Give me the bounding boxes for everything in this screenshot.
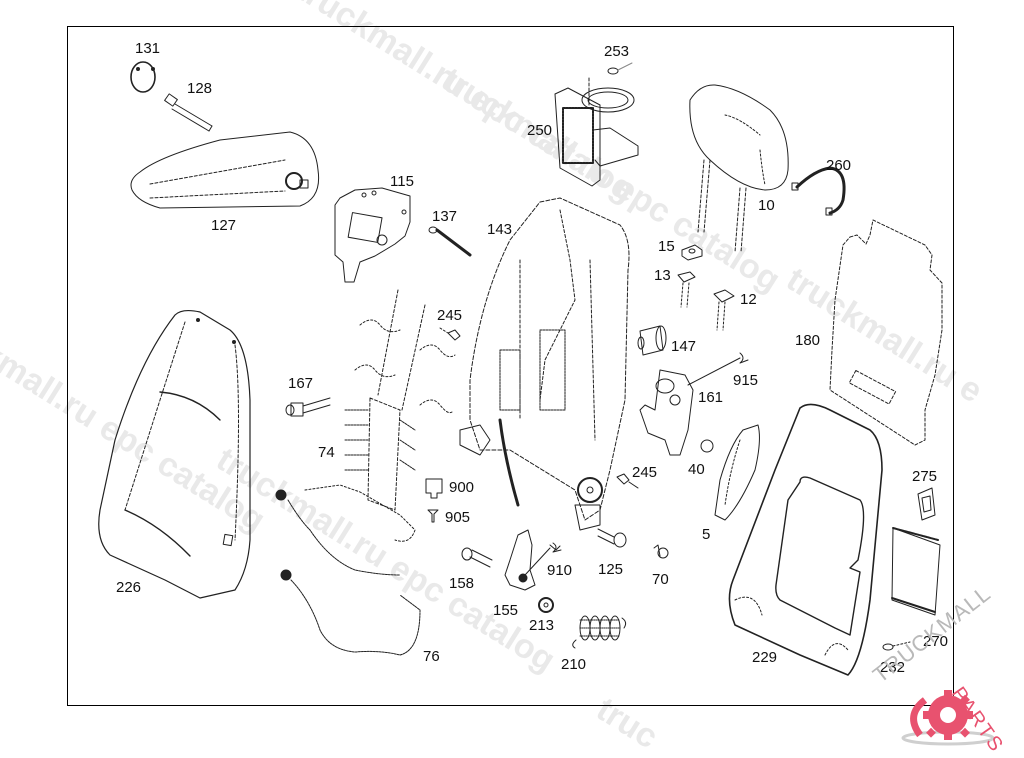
part-158-bolt[interactable] [461, 547, 493, 568]
callout-253[interactable]: 253 [604, 43, 630, 60]
part-155-recliner-motor[interactable] [504, 529, 561, 591]
part-232-clip[interactable] [882, 641, 911, 651]
callout-10[interactable]: 10 [758, 197, 775, 214]
callout-226[interactable]: 226 [116, 579, 142, 596]
part-127-armrest[interactable] [130, 131, 320, 209]
callout-13[interactable]: 13 [654, 267, 671, 284]
part-253-screw[interactable] [588, 62, 633, 106]
callout-155[interactable]: 155 [493, 602, 519, 619]
callout-180[interactable]: 180 [795, 332, 821, 349]
part-5-side-trim[interactable] [714, 424, 760, 521]
callout-210[interactable]: 210 [561, 656, 587, 673]
part-15-guide[interactable] [681, 244, 703, 261]
callout-213[interactable]: 213 [529, 617, 555, 634]
callout-127[interactable]: 127 [211, 217, 237, 234]
callout-131[interactable]: 131 [135, 40, 161, 57]
part-260-hose[interactable] [791, 166, 846, 216]
callout-15[interactable]: 15 [658, 238, 675, 255]
part-70-nut[interactable] [653, 544, 669, 559]
part-910-screw[interactable] [552, 542, 562, 553]
part-213-gear[interactable] [538, 597, 554, 613]
part-245-clip[interactable] [616, 473, 639, 489]
part-180-panel[interactable] [829, 219, 943, 446]
callout-270[interactable]: 270 [923, 633, 949, 650]
part-10-headrest[interactable] [689, 84, 789, 253]
callout-245[interactable]: 245 [632, 464, 658, 481]
callout-40[interactable]: 40 [688, 461, 705, 478]
callout-5[interactable]: 5 [702, 526, 711, 543]
part-13-guide-sleeve[interactable] [677, 271, 696, 308]
callout-910[interactable]: 910 [547, 562, 573, 579]
callout-12[interactable]: 12 [740, 291, 757, 308]
callout-900[interactable]: 900 [449, 479, 475, 496]
part-131-cover-cap[interactable] [130, 61, 156, 93]
callout-275[interactable]: 275 [912, 468, 938, 485]
part-143-backrest-frame[interactable] [459, 197, 630, 531]
part-147-bushing[interactable] [637, 325, 667, 356]
callout-115[interactable]: 115 [390, 173, 414, 190]
part-250-cup-holder[interactable] [554, 87, 639, 187]
part-115-bracket[interactable] [334, 187, 411, 283]
callout-125[interactable]: 125 [598, 561, 624, 578]
diagram-frame [67, 26, 954, 706]
callout-70[interactable]: 70 [652, 571, 669, 588]
part-12-guide-sleeve[interactable] [713, 289, 735, 331]
callout-161[interactable]: 161 [698, 389, 724, 406]
part-245-clip[interactable] [439, 327, 461, 341]
callout-143[interactable]: 143 [487, 221, 513, 238]
part-76-cable[interactable] [275, 489, 421, 656]
part-128-bolt[interactable] [164, 93, 213, 132]
part-229-rear-cover[interactable] [728, 403, 883, 676]
callout-250[interactable]: 250 [527, 122, 553, 139]
part-167-bolt[interactable] [285, 397, 331, 417]
callout-229[interactable]: 229 [752, 649, 778, 666]
callout-915[interactable]: 915 [733, 372, 759, 389]
callout-167[interactable]: 167 [288, 375, 314, 392]
callout-76[interactable]: 76 [423, 648, 440, 665]
callout-147[interactable]: 147 [671, 338, 697, 355]
callout-232[interactable]: 232 [880, 659, 906, 676]
part-900-connector[interactable] [425, 478, 443, 499]
part-40-cap[interactable] [700, 439, 714, 453]
part-137-bolt[interactable] [428, 226, 472, 257]
callout-260[interactable]: 260 [826, 157, 852, 174]
part-275-switch[interactable] [917, 487, 936, 521]
callout-128[interactable]: 128 [187, 80, 213, 97]
callout-158[interactable]: 158 [449, 575, 475, 592]
callout-905[interactable]: 905 [445, 509, 471, 526]
callout-245[interactable]: 245 [437, 307, 463, 324]
callout-137[interactable]: 137 [432, 208, 458, 225]
part-226-backrest-cushion[interactable] [98, 309, 251, 599]
part-270-pocket[interactable] [891, 527, 941, 616]
callout-74[interactable]: 74 [318, 444, 335, 461]
part-905-plug[interactable] [427, 509, 439, 523]
part-125-bolt[interactable] [597, 528, 627, 548]
part-161-adjuster-motor[interactable] [639, 352, 749, 456]
part-74-lumbar-support[interactable] [304, 289, 456, 542]
part-210-spring[interactable] [572, 615, 627, 649]
